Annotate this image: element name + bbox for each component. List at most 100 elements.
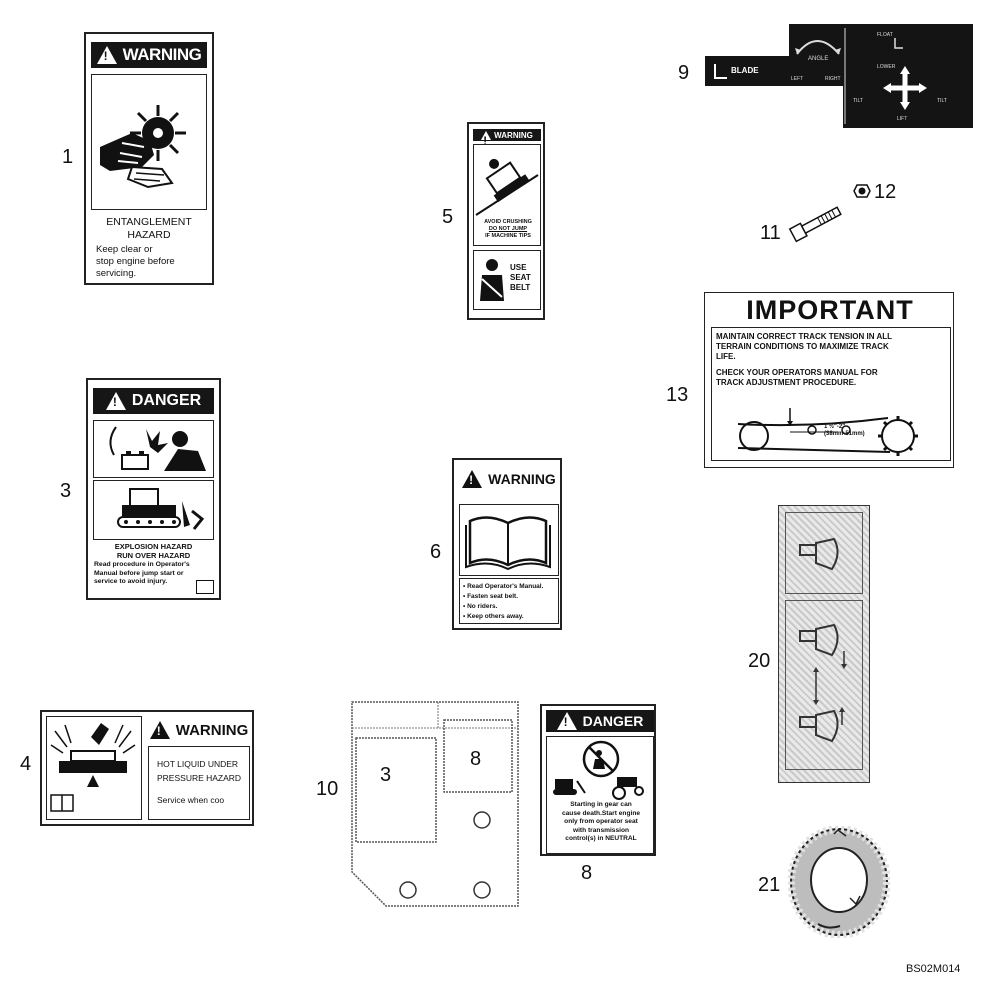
safety-instruction-item: • Read Operator's Manual. — [463, 583, 544, 590]
right-label: RIGHT — [825, 76, 841, 82]
alert-triangle-icon — [556, 712, 577, 730]
instruction-line4: with transmission — [572, 826, 630, 834]
callout-3: 3 — [60, 480, 72, 502]
important-header: IMPORTANT — [746, 295, 914, 325]
tipping-machine-icon — [475, 158, 539, 216]
callout-21: 21 — [758, 874, 781, 896]
plate-position-8: 8 — [470, 748, 482, 770]
round-ring-decal-icon — [787, 825, 891, 939]
warning-header: WARNING — [148, 718, 250, 742]
decal-explosion-danger: DANGER EXPLOSION HAZARD RUN OVER HAZARD … — [86, 378, 221, 600]
rotating-gear-hand-icon — [100, 105, 186, 189]
nut — [853, 182, 871, 200]
warning-header: WARNING — [91, 42, 207, 68]
decal-blade-position-strip — [778, 505, 870, 783]
rollover-pictogram: AVOID CRUSHING DO NOT JUMP IF MACHINE TI… — [473, 144, 541, 246]
hazard-title-line1: HOT LIQUID UNDER — [157, 759, 239, 769]
callout-20: 20 — [748, 650, 771, 672]
instruction-line2: stop engine before — [96, 256, 175, 267]
decal-mounting-plate: 3 8 — [346, 700, 522, 910]
instruction-line3: service to avoid injury. — [94, 578, 168, 585]
float-label: FLOAT — [877, 32, 893, 38]
alert-triangle-icon — [105, 392, 126, 410]
hazard-title-line2: HAZARD — [127, 229, 171, 241]
danger-header: DANGER — [93, 388, 214, 414]
manual-book-icon — [196, 580, 214, 594]
explosion-pictogram — [93, 420, 214, 478]
tension-measure-metric: (38mm-51mm) — [824, 431, 865, 437]
bolt-icon — [788, 206, 842, 243]
safety-instructions-list: • Read Operator's Manual. • Fasten seat b… — [463, 582, 543, 622]
open-book-icon — [465, 516, 551, 571]
instruction-line5: control(s) in NEUTRAL — [565, 835, 637, 842]
pressure-cap-spray-icon — [50, 723, 136, 812]
alert-triangle-icon — [481, 130, 492, 148]
warning-header: WARNING — [473, 129, 541, 148]
callout-13: 13 — [666, 384, 689, 406]
instruction-line1: Keep clear or — [96, 244, 153, 255]
safety-instruction-item: • No riders. — [463, 603, 498, 610]
blade-control-panel-shape — [705, 24, 973, 128]
nut-icon — [853, 184, 871, 198]
seatbelt-text-1: USE — [510, 263, 527, 272]
callout-9: 9 — [678, 62, 690, 84]
safety-instruction-item: • Keep others away. — [463, 613, 524, 620]
left-label: LEFT — [791, 76, 804, 82]
manual-pictogram — [459, 504, 559, 576]
instruction-line2: TERRAIN CONDITIONS TO MAXIMIZE TRACK — [716, 342, 889, 351]
instruction-line3: only from operator seat — [564, 818, 638, 825]
decal-blade-control: BLADE ANGLE LEFT RIGHT FLOAT LOWER TILT … — [705, 24, 973, 132]
decal-track-tension-important: IMPORTANT MAINTAIN CORRECT TRACK TENSION… — [704, 292, 954, 468]
instruction-line5: TRACK ADJUSTMENT PROCEDURE. — [716, 378, 857, 387]
instruction-line3: LIFE. — [716, 352, 736, 361]
mounting-plate-outline — [351, 701, 519, 907]
instruction-line1: Read procedure in Operator's — [94, 561, 190, 568]
hazard-title-line2: RUN OVER HAZARD — [116, 551, 191, 560]
callout-6: 6 — [430, 541, 442, 563]
instruction-line2: Manual before jump start or — [94, 569, 184, 577]
instruction-line2: DO NOT JUMP — [488, 226, 528, 232]
decal-entanglement-warning: WARNING ENTANGLEMENT HAZARD Keep clear — [84, 32, 214, 285]
instruction-line1: MAINTAIN CORRECT TRACK TENSION IN ALL — [716, 332, 892, 341]
alert-triangle-icon — [462, 470, 483, 488]
battery-explosion-icon — [109, 426, 206, 471]
hazard-title-line1: EXPLOSION HAZARD — [114, 542, 193, 551]
decal-operator-manual-warning: WARNING • Read Operator's Manual. • Faste… — [452, 458, 562, 630]
radiator-pictogram — [46, 716, 142, 820]
alert-triangle-icon — [96, 46, 117, 64]
safety-instruction-item: • Fasten seat belt. — [463, 593, 519, 600]
callout-5: 5 — [442, 206, 454, 228]
callout-1: 1 — [62, 146, 74, 168]
instruction-line1: Starting in gear can — [570, 801, 632, 808]
callout-12: 12 — [874, 181, 897, 203]
hazard-text: HOT LIQUID UNDER PRESSURE HAZARD Service… — [157, 757, 241, 807]
decal-rollover-warning: WARNING AVOID CRUSHING DO NOT JUMP IF MA… — [467, 122, 545, 320]
blade-float-lift-icons — [799, 623, 847, 743]
hazard-title-line1: ENTANGLEMENT — [106, 216, 192, 228]
callout-11: 11 — [760, 222, 781, 244]
warning-header: WARNING — [459, 468, 559, 490]
instruction-line3: servicing. — [96, 268, 137, 279]
lift-label: LIFT — [897, 116, 908, 122]
instruction-line4: CHECK YOUR OPERATORS MANUAL FOR — [716, 368, 878, 377]
runover-pictogram — [93, 480, 214, 540]
instruction-line1: Service when coo — [157, 795, 225, 805]
lower-label: LOWER — [877, 64, 896, 70]
instruction-line1: AVOID CRUSHING — [484, 219, 532, 225]
tilt-left-label: TILT — [853, 98, 863, 104]
tension-measure-imperial: 1 ½"-2" — [824, 424, 846, 430]
instruction-line3: IF MACHINE TIPS — [485, 233, 531, 239]
decal-round-gauge — [787, 825, 891, 939]
tilt-right-label: TILT — [937, 98, 947, 104]
drawing-code: BS02M014 — [906, 963, 961, 975]
bolt — [786, 200, 846, 246]
seatbelt-pictogram: USE SEAT BELT — [473, 250, 541, 310]
callout-10: 10 — [316, 778, 339, 800]
seatbelt-text-2: SEAT — [510, 273, 531, 282]
hazard-title-line2: PRESSURE HAZARD — [157, 773, 242, 783]
seated-operator-icon — [480, 259, 504, 301]
dozer-runover-icon — [117, 488, 205, 530]
blade-raise-icon — [799, 537, 839, 571]
danger-header: DANGER — [546, 710, 654, 732]
angle-label: ANGLE — [808, 56, 829, 62]
